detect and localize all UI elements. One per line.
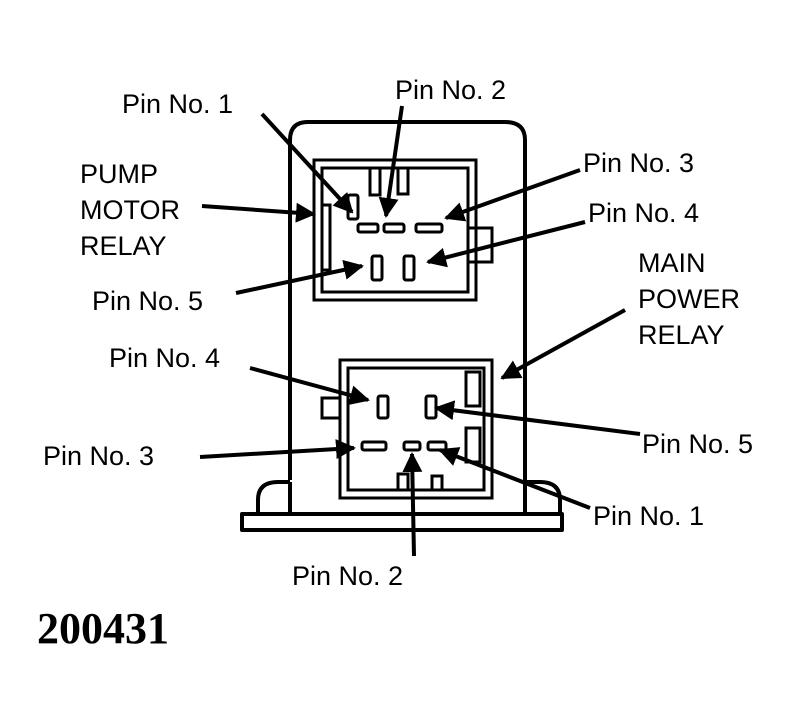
pump-pin4-label: Pin No. 4 xyxy=(588,198,700,228)
main-power-relay-socket xyxy=(320,358,494,500)
main-pin5-label: Pin No. 5 xyxy=(642,429,754,459)
main-pin1-label: Pin No. 1 xyxy=(593,501,705,531)
pump-pin3-label: Pin No. 3 xyxy=(583,148,695,178)
leader-arrows xyxy=(199,105,641,557)
pump-pin1-label: Pin No. 1 xyxy=(122,89,234,119)
relay-housing xyxy=(240,120,564,532)
main-pin2-label: Pin No. 2 xyxy=(292,561,404,591)
main-power-relay-label: MAIN POWER RELAY xyxy=(638,245,740,353)
pump-relay-label-line1: PUMP xyxy=(80,159,159,189)
main-relay-label-line2: POWER xyxy=(638,284,741,314)
figure-number: 200431 xyxy=(37,604,169,653)
pump-motor-relay-label: PUMP MOTOR RELAY xyxy=(80,156,180,264)
pump-pin5-label: Pin No. 5 xyxy=(92,286,204,316)
main-relay-pins xyxy=(360,394,448,452)
pump-relay-label-line2: MOTOR xyxy=(80,195,180,225)
main-relay-label-line1: MAIN xyxy=(638,248,706,278)
main-relay-label-line3: RELAY xyxy=(638,320,725,350)
pump-pin2-label: Pin No. 2 xyxy=(395,75,507,105)
main-pin4-label: Pin No. 4 xyxy=(109,343,221,373)
pump-relay-label-line3: RELAY xyxy=(80,231,167,261)
main-pin3-label: Pin No. 3 xyxy=(43,441,155,471)
